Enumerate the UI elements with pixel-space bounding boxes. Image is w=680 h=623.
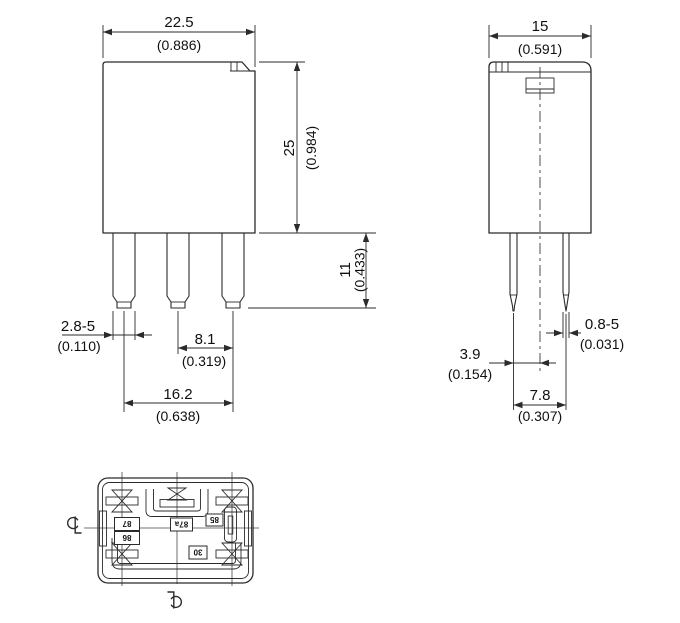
front-view: 22.5 (0.886) 25 (0.984) 11 (0.433) 2.8-5… — [57, 14, 376, 424]
bottom-contact-top-center — [159, 487, 195, 508]
centerline-icon — [167, 591, 182, 609]
bottom-right-rail — [244, 510, 252, 547]
side-body-outline — [488, 61, 592, 373]
terminal-label-30-text: 30 — [193, 548, 202, 557]
centerline-icon — [67, 516, 82, 534]
front-pin-length-dimension: 11 (0.433) — [248, 233, 376, 309]
front-pin-length-mm: 11 — [337, 262, 354, 278]
bottom-contact-top-right — [215, 489, 249, 513]
side-width-dimension: 15 (0.591) — [488, 18, 592, 58]
bottom-left-rail — [99, 510, 107, 547]
terminal-label-85-text: 85 — [210, 515, 219, 524]
side-pin-right — [562, 233, 570, 312]
side-width-mm: 15 — [532, 18, 549, 35]
front-pin-right — [221, 233, 245, 309]
side-width-inch: (0.591) — [518, 41, 562, 57]
side-center-offset-mm: 3.9 — [460, 346, 481, 363]
side-center-offset-dimension: 3.9 (0.154) — [448, 313, 556, 410]
front-height-mm: 25 — [281, 140, 298, 157]
bottom-housing-inner — [102, 482, 249, 579]
front-height-inch: (0.984) — [303, 126, 319, 170]
side-pin-thickness-dimension: 0.8-5 (0.031) — [546, 312, 624, 352]
side-pin-thickness-mm: 0.8-5 — [585, 316, 619, 333]
terminal-label-87: 87 — [114, 517, 140, 531]
front-pin-left — [112, 233, 136, 309]
side-view: 15 (0.591) 0.8-5 (0.031) 3.9 (0.154) 7.8… — [448, 18, 624, 424]
front-pin-length-inch: (0.433) — [352, 248, 368, 292]
terminal-label-86-text: 86 — [122, 533, 131, 542]
terminal-label-85: 85 — [205, 513, 224, 527]
side-center-offset-inch: (0.154) — [448, 366, 492, 382]
front-pin-center — [166, 233, 190, 309]
front-width-mm: 22.5 — [164, 14, 193, 31]
terminal-label-87a: 87a — [170, 517, 193, 532]
bottom-view: 87 86 87a 85 30 — [67, 472, 259, 609]
front-pin-width-dimension: 2.8-5 (0.110) — [57, 311, 152, 354]
front-width-dimension: 22.5 (0.886) — [102, 14, 256, 67]
bottom-contact-top-left — [105, 489, 139, 513]
bottom-trace-top-loop — [145, 489, 209, 517]
front-width-inch: (0.886) — [157, 37, 201, 53]
side-pin-pitch-inch: (0.307) — [518, 408, 562, 424]
side-pin-left — [509, 233, 518, 312]
bottom-blade-slot — [224, 506, 237, 543]
bottom-housing-outer — [97, 477, 254, 584]
side-pin-pitch-mm: 7.8 — [530, 387, 551, 404]
terminal-label-87-text: 87 — [122, 519, 131, 528]
front-pin-pitch-dimension: 8.1 (0.319) — [177, 311, 234, 412]
terminal-label-30: 30 — [188, 545, 208, 560]
side-pin-thickness-inch: (0.031) — [580, 336, 624, 352]
side-pin-pitch-dimension: 7.8 (0.307) — [513, 314, 567, 424]
terminal-label-86: 86 — [114, 531, 140, 545]
front-pin-pitch-mm: 8.1 — [195, 331, 216, 348]
front-top-notch — [230, 62, 250, 72]
front-height-dimension: 25 (0.984) — [259, 61, 376, 234]
front-pin-pitch-inch: (0.319) — [182, 353, 226, 369]
front-pin-width-mm: 2.8-5 — [61, 318, 95, 335]
front-body-outline — [102, 61, 256, 234]
front-pin-span-inch: (0.638) — [156, 408, 200, 424]
front-pin-span-dimension: 16.2 (0.638) — [123, 311, 233, 424]
front-pin-width-inch: (0.110) — [57, 338, 100, 354]
front-pin-span-mm: 16.2 — [163, 386, 192, 403]
bottom-trace-bottom-loop — [111, 538, 242, 570]
terminal-label-87a-text: 87a — [174, 520, 188, 529]
